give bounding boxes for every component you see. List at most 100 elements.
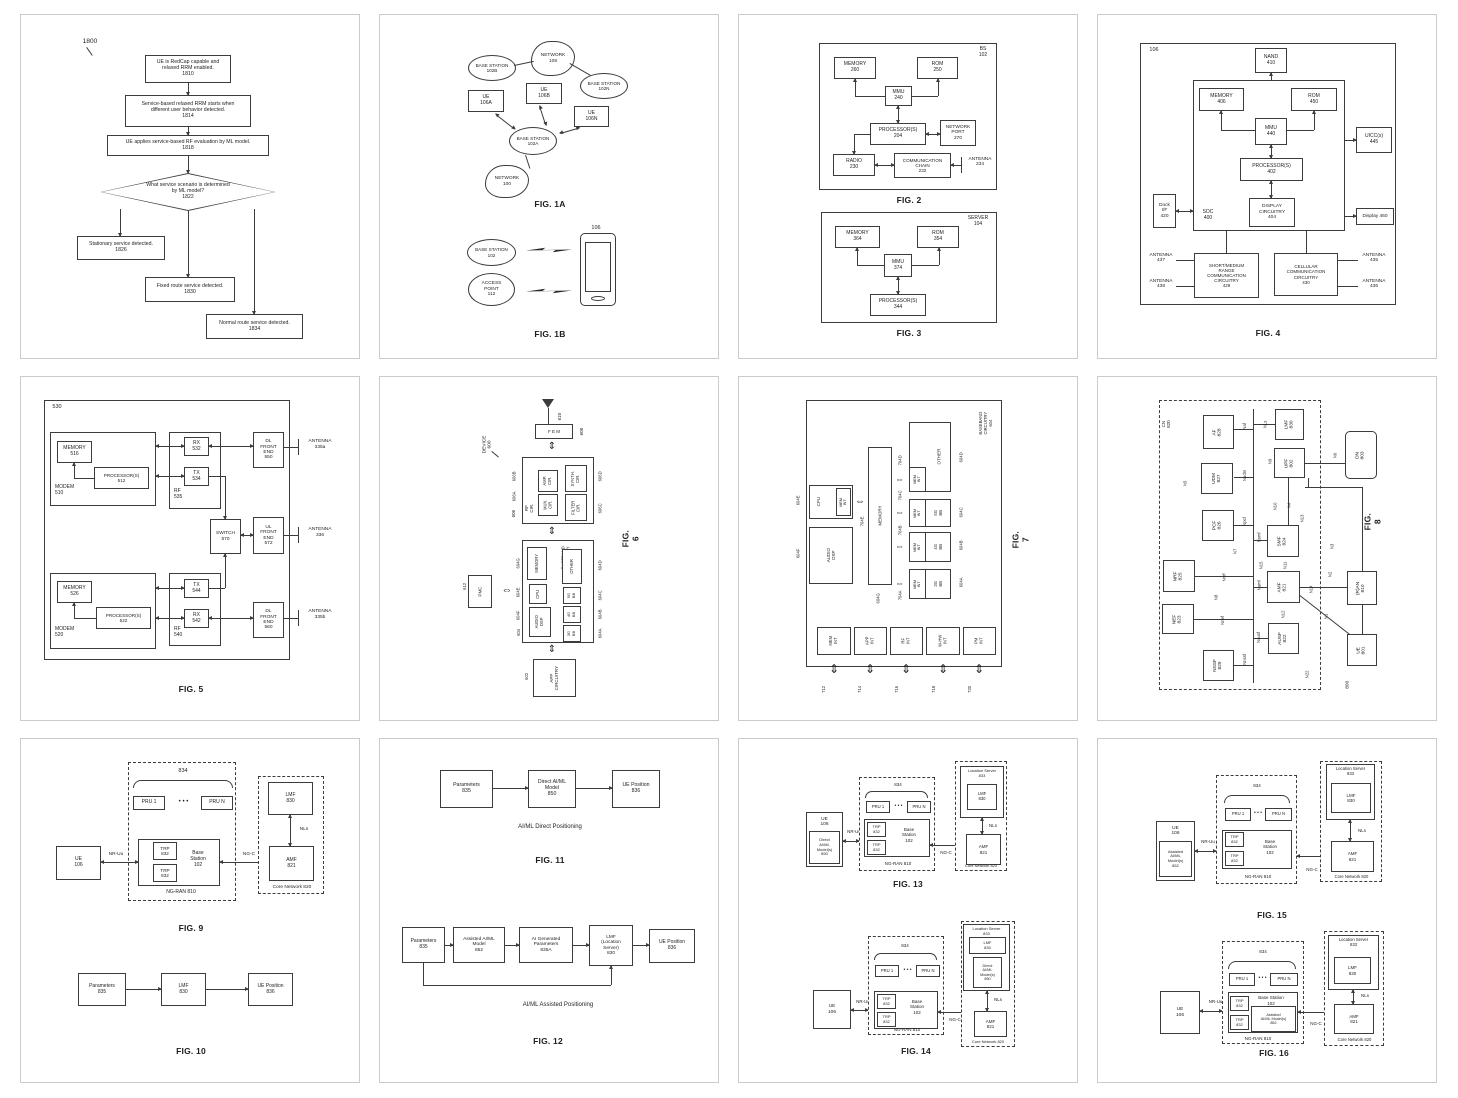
memory: MEMORY (868, 447, 892, 585)
memory-label: MEMORY (877, 505, 883, 527)
cn-820: CN 820 (1160, 411, 1172, 437)
fig-2: FIG. 2 (889, 195, 929, 207)
location-server-833-label: Location Server 833 (1335, 766, 1366, 776)
dl-front-end-560-label: DL FRONT END 560 (260, 609, 277, 631)
ln-v (185, 127, 190, 136)
714: 714 (855, 682, 865, 696)
lmf-location-server-830: LMF (Location Server) 830 (589, 925, 633, 966)
608: 608 (576, 427, 588, 437)
5g-bb: 5G BB (563, 587, 581, 604)
ln-h (1253, 424, 1275, 425)
ng-ran-810-label: NG-RAN 810 (1244, 874, 1272, 880)
parameters-835-label: Parameters 835 (410, 938, 437, 950)
pru-n: PRU N (907, 801, 931, 813)
double-arrow-icon-label: ⇕ (547, 441, 557, 453)
soc-400: SOC 400 (1197, 208, 1219, 223)
720: 720 (965, 682, 975, 696)
double-arrow-icon: ⇕ (863, 660, 877, 680)
ue-position-836-label: UE Position 836 (658, 939, 686, 951)
double-arrow-icon: ⇕ (936, 660, 950, 680)
memory-406: MEMORY 406 (1199, 88, 1244, 111)
ue-106a-label: UE 106A (480, 94, 492, 106)
lmf-830: LMF 830 (967, 784, 997, 810)
trp-832: TRP 832 (153, 842, 177, 860)
base-station-102b-label: BASE STATION 102B (475, 62, 509, 73)
amf-821: AMF 821 (1267, 571, 1300, 603)
antenna-335a: ANTENNA 335a (303, 437, 337, 452)
nssf-829: NSSF 829 (1203, 650, 1234, 681)
what-service-scenario-is-det-label: What service scenario is determined by M… (146, 182, 230, 200)
core-network-820: Core Network 820 (958, 862, 1004, 870)
lmf-830: LMF 830 (1331, 783, 1371, 813)
mem-int-label: MEM INT (828, 636, 838, 646)
ln-v (979, 817, 984, 835)
network-port-270-label: NETWORK PORT 270 (945, 124, 971, 141)
trp-832-label: TRP 832 (160, 867, 170, 878)
ng-ran-810-label: NG-RAN 810 (166, 888, 196, 895)
antenna-436-label: ANTENNA 436 (1362, 278, 1386, 289)
processor-s-402: PROCESSOR(S) 402 (1240, 158, 1303, 181)
mmu-440-label: MMU 440 (1265, 124, 1277, 137)
double-arrow-icon: ⇕ (899, 660, 913, 680)
location-server-833-label: Location Server 833 (1338, 937, 1369, 947)
mux-cir-label: MUX. CIR. (542, 499, 552, 511)
smf-824: SMF 824 (1267, 525, 1299, 557)
ai-generated-parameters-835a: AI Generated Parameters 835A (519, 927, 573, 963)
n7: N7 (1231, 545, 1240, 557)
processor-s-344-label: PROCESSOR(S) 344 (878, 298, 918, 310)
604a: 604A (596, 625, 606, 641)
brace (865, 791, 928, 798)
core-network-820-label: Core Network 820 (964, 862, 998, 868)
synth-cir: SYNTH. CIR. (565, 465, 587, 492)
communication-chain-232-label: COMMUNICATION CHAIN 232 (902, 157, 943, 174)
double-arrow-icon: ⇔ (495, 583, 519, 597)
cpu-label: CPU (816, 497, 822, 507)
ln-h (850, 1007, 869, 1012)
ln-h (1199, 1008, 1223, 1013)
lmf-830-label: LMF 830 (1348, 965, 1357, 976)
ln-h (1305, 463, 1345, 464)
ai-ml-direct-positioning: AI/ML Direct Positioning (502, 823, 598, 832)
mux-cir: MUX. CIR. (538, 494, 558, 516)
lmf-830-label: LMF 830 (977, 791, 987, 801)
w-hw-int: W-HW INT (926, 627, 960, 655)
ln-h (1253, 587, 1267, 588)
712-label: 712 (820, 685, 826, 693)
nls-label: NLs (993, 996, 1002, 1002)
pru-n: PRU N (1265, 808, 1292, 821)
704e: 704E (858, 513, 868, 529)
amp-cir-label: AMP. CIR. (542, 476, 552, 486)
stationary-service-detected--label: Stationary service detected. 1826 (88, 241, 153, 253)
pru-n-label: PRU N (921, 967, 935, 973)
4g-bb-label: 4G BB (566, 611, 576, 618)
ln-v (1288, 478, 1289, 525)
rf-cir: RF CIR. (523, 495, 535, 521)
trp-832-label: TRP 832 (160, 845, 170, 856)
ln-h (912, 265, 939, 266)
bs-102-label: BS 102 (978, 46, 988, 58)
ln-v (936, 247, 941, 265)
ln-v (298, 527, 299, 543)
fig-5-label: FIG. 5 (178, 684, 204, 695)
n1-label: N1 (1323, 613, 1329, 619)
rx-532-label: RX 532 (192, 439, 201, 452)
trp-832: TRP 832 (1225, 832, 1244, 847)
ln-v (185, 156, 190, 174)
pru-1-label: PRU 1 (871, 803, 885, 809)
704d-label: 704D (897, 454, 903, 466)
604b: 604B (957, 537, 967, 553)
ln-r (86, 47, 93, 56)
ln-v (961, 157, 962, 173)
